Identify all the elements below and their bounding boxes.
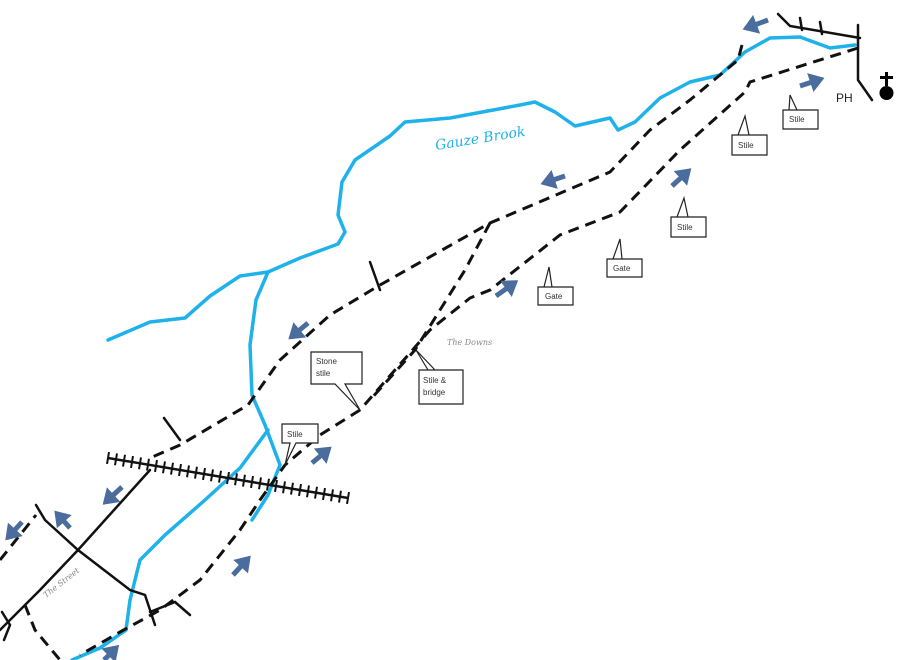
railway-sleeper	[178, 463, 182, 477]
gauze-brook-river	[70, 35, 857, 660]
callout-stile-rail: Stile	[281, 423, 319, 466]
railway-sleeper	[122, 454, 126, 467]
footpaths	[0, 44, 859, 660]
pub-label: PH	[836, 91, 853, 105]
direction-arrows	[5, 14, 825, 660]
callout-stone-stile: Stone stile	[310, 351, 363, 411]
callout-text: bridge	[423, 388, 446, 397]
callout-text: Stile	[789, 115, 805, 124]
direction-arrow-icon	[5, 520, 24, 541]
railway-sleeper	[202, 467, 206, 481]
railway-sleeper	[306, 485, 310, 498]
railway-sleeper	[170, 462, 174, 475]
direction-arrow-icon	[288, 321, 310, 340]
callout-stile-3: Stile	[782, 94, 819, 130]
callout-text: Gate	[545, 292, 563, 301]
railway-sleeper	[290, 482, 294, 495]
railway-sleeper	[138, 457, 142, 470]
direction-arrow-icon	[494, 280, 519, 299]
railway-sleeper	[298, 483, 302, 497]
direction-arrow-icon	[540, 169, 566, 189]
railway-sleeper	[162, 461, 166, 474]
railway-sleeper	[242, 474, 246, 487]
railway	[106, 451, 350, 505]
callout-text: Stile	[677, 223, 693, 232]
railway-sleeper	[234, 473, 238, 486]
callout-text: Stile &	[423, 376, 447, 385]
direction-arrow-icon	[54, 510, 72, 530]
callout-text: Stone	[316, 357, 337, 366]
railway-sleeper	[322, 487, 326, 501]
railway-sleeper	[266, 478, 270, 491]
callout-text: Gate	[613, 264, 631, 273]
callout-stile-bridge: Stile & bridge	[415, 349, 464, 405]
callout-stile-2: Stile	[731, 113, 768, 156]
railway-sleeper	[218, 470, 222, 483]
callout-text: stile	[316, 369, 331, 378]
railway-sleeper	[258, 477, 262, 490]
railway-sleeper	[210, 469, 214, 482]
callout-text: Stile	[287, 430, 303, 439]
railway-sleeper	[282, 481, 286, 494]
railway-sleeper	[186, 465, 190, 478]
direction-arrow-icon	[742, 14, 769, 34]
railway-sleeper	[346, 491, 350, 505]
callout-stile-1: Stile	[670, 195, 707, 238]
direction-arrow-icon	[102, 485, 124, 505]
railway-sleeper	[314, 486, 318, 499]
roads	[0, 12, 874, 642]
railway-sleeper	[226, 471, 230, 485]
railway-sleeper	[194, 466, 198, 479]
railway-sleeper	[338, 490, 342, 503]
callout-gate-1: Gate	[537, 266, 574, 306]
church-icon	[879, 72, 894, 100]
callout-gate-2: Gate	[606, 238, 643, 278]
railway-sleeper	[106, 451, 110, 465]
brook-label: Gauze Brook	[434, 124, 526, 154]
direction-arrow-icon	[799, 73, 825, 93]
callout-text: Stile	[738, 141, 754, 150]
direction-arrow-icon	[670, 168, 692, 188]
direction-arrow-icon	[101, 644, 120, 660]
railway-sleeper	[274, 479, 278, 493]
railway-sleeper	[154, 459, 158, 473]
railway-sleeper	[146, 458, 150, 471]
direction-arrow-icon	[231, 555, 251, 577]
direction-arrow-icon	[310, 446, 332, 465]
railway-sleeper	[114, 453, 118, 466]
railway-sleeper	[330, 489, 334, 502]
railway-sleeper	[130, 455, 134, 469]
downs-label: The Downs	[447, 338, 492, 347]
railway-sleeper	[250, 475, 254, 489]
